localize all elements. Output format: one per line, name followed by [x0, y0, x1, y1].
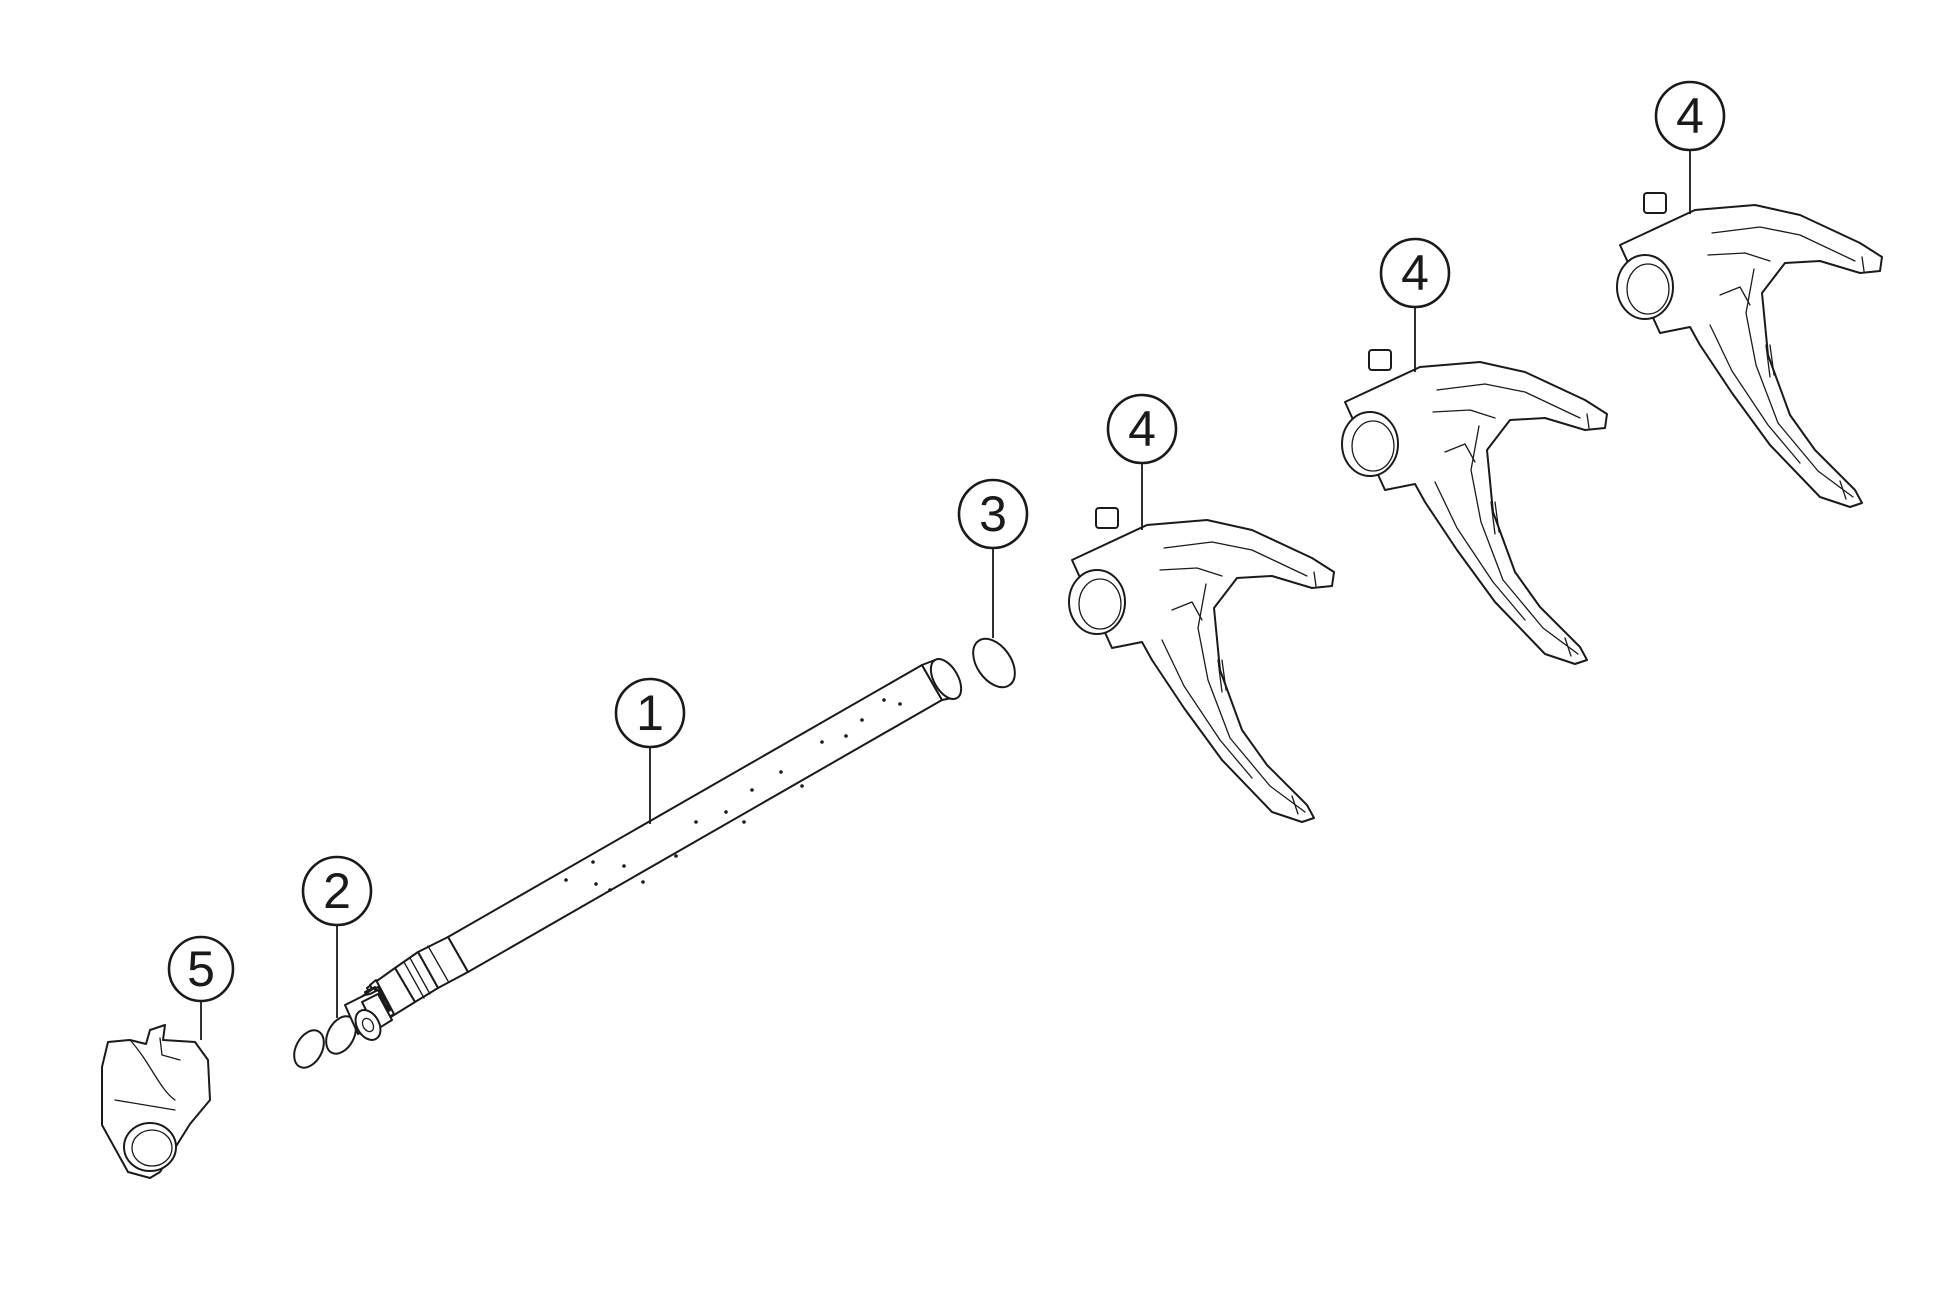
callout-2: 2 [301, 855, 373, 927]
shift-fork-c-part [1616, 192, 1883, 508]
shift-fork-b-part [1341, 349, 1608, 665]
callout-label-1: 1 [636, 685, 664, 741]
callout-4b: 4 [1379, 237, 1451, 309]
callout-3: 3 [957, 478, 1029, 550]
callout-label-4b: 4 [1401, 245, 1429, 301]
callout-label-2: 2 [323, 863, 351, 919]
o-rings-part [293, 1015, 357, 1069]
callout-4a: 4 [1106, 393, 1178, 465]
callout-label-4c: 4 [1676, 88, 1704, 144]
callout-4c: 4 [1654, 80, 1726, 152]
shift-fork-a-part [1068, 507, 1335, 823]
shift-rail-part [344, 658, 963, 1041]
callout-label-4a: 4 [1128, 401, 1156, 457]
callout-1: 1 [614, 677, 686, 749]
callout-5: 5 [167, 935, 235, 1003]
callout-label-3: 3 [979, 486, 1007, 542]
shift-lever-part [101, 1024, 211, 1179]
ring-part [972, 637, 1016, 689]
callout-label-5: 5 [187, 941, 215, 997]
